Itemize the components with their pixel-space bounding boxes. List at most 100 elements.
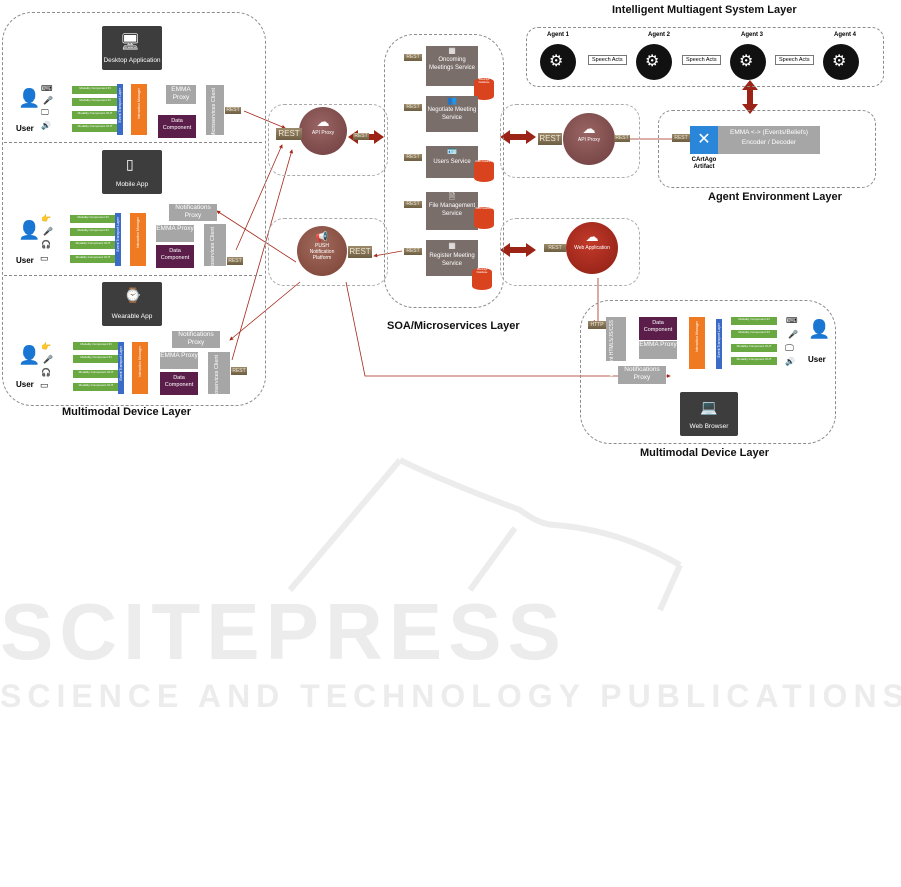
multiagent-layer [526,27,884,87]
keyboard-icon: ⌨ [41,84,53,93]
monitor-icon: 🖵 [785,343,794,353]
rest-badge: REST [404,54,422,61]
rest-badge: REST [404,154,422,161]
emma-proxy: EMMA Proxy [156,225,194,242]
event-transport-layer: Event Transport Layer [115,213,121,266]
keyboard-icon: ⌨ [786,316,798,325]
push-zone [268,218,388,286]
laptop-icon: 💻 [700,399,718,415]
touch-icon: 👉 [41,342,51,351]
users-database: Users Database [474,160,494,182]
user-figure-icon: 👤 [18,345,41,365]
web-browser-card: 💻 Web Browser [680,392,738,436]
agent-head-icon: ⚙ [540,44,576,80]
double-arrow-soa-web [500,243,536,257]
modality-in: Modality Component IN [73,355,119,363]
interaction-manager: Interaction Manager [132,342,148,394]
api-proxy-right: ☁ API Proxy [563,113,615,165]
rest-badge: REST [614,135,630,142]
soa-layer-title: SOA/Microservices Layer [387,320,520,332]
rest-badge: REST [227,257,243,265]
microservices-client: Microservices Client [208,352,230,404]
data-component: Data Component [639,317,677,340]
emma-proxy: EMMA Proxy [166,85,196,104]
web-client: Web Client HTML5/JS/CSS [606,317,626,381]
file-icon: 🗎 [448,192,456,201]
modality-out: Modality Component OUT [73,383,119,391]
emma-proxy: EMMA Proxy [639,341,677,359]
interaction-manager: Interaction Manager [689,317,705,369]
api-proxy-zone [268,104,388,176]
user-label: User [808,355,826,364]
data-component: Data Component [158,115,196,138]
web-application: ☁ Web Application [566,222,618,274]
link-wearable-api [231,149,294,361]
watermark-title: SCITEPRESS [0,587,567,676]
oncoming-meetings-service: ▦ Oncoming Meetings Service [426,46,478,86]
tools-icon: ✕ [690,126,718,154]
left-device-layer-title: Multimodal Device Layer [62,406,191,418]
modality-in: Modality Component IN [72,86,118,94]
negotiate-meeting-service: 👥 Negotiate Meeting Service [426,96,478,132]
rest-badge: REST [353,133,369,140]
smartphone-icon: ▯ [126,156,134,172]
meetings-database: Meetings Database [474,78,494,100]
user-label: User [16,124,34,133]
modality-out: Modality Component OUT [72,111,118,119]
emma-encoder-decoder: EMMA <-> (Events/Beliefs) Encoder / Deco… [718,126,820,154]
modality-in: Modality Component IN [72,98,118,106]
agent-label: Agent 2 [648,32,671,38]
rest-badge: REST [404,248,422,255]
meetings-database: Meetings Database [472,268,492,290]
agent-label: Agent 1 [547,32,570,38]
wearable-app-card: ⌚ Wearable App [102,282,162,326]
data-component: Data Component [156,245,194,268]
users-service: 🪪 Users Service [426,146,478,178]
http-badge: HTTP [588,321,606,329]
rest-badge: REST [225,107,241,114]
cartago-artifact-label: CArtAgo Artifact [691,157,717,170]
divider [4,142,262,143]
tablet-icon: ▭ [40,380,49,390]
emma-proxy: EMMA Proxy [160,352,198,369]
interaction-manager: Interaction Manager [130,213,146,266]
rest-badge: REST [404,201,422,208]
modality-out: Modality Component OUT [731,357,777,365]
link-push-mobile [216,210,297,263]
modality-out: Modality Component OUT [70,241,116,249]
agent-head-icon: ⚙ [730,44,766,80]
speakers-icon: 🔊 [41,121,51,130]
notifications-proxy: Notifications Proxy [618,366,666,384]
tablet-icon: ▭ [40,253,49,263]
modality-out: Modality Component OUT [70,255,116,263]
modality-in: Modality Component IN [731,317,777,325]
notifications-proxy: Notifications Proxy [172,331,220,348]
double-arrow-soa-api [500,130,536,144]
modality-in: Modality Component IN [70,228,116,236]
desktop-app-card: 🖥 Desktop Application [102,26,162,70]
rest-badge: REST [544,244,566,252]
modality-out: Modality Component OUT [72,124,118,132]
api-proxy-right-zone [500,104,640,178]
speakers-icon: 🔊 [785,357,795,366]
calendar-grid-icon: ▦ [448,241,456,250]
user-label: User [16,380,34,389]
file-management-service: 🗎 File Management Service [426,192,478,230]
rest-badge: REST [672,134,690,142]
link-push-browser [345,281,671,378]
left-device-layer [2,12,266,406]
user-figure-icon: 👤 [18,88,41,108]
rest-badge: REST [231,367,247,375]
notifications-proxy: Notifications Proxy [169,204,217,221]
modality-in: Modality Component IN [70,215,116,223]
user-figure-icon: 👤 [808,319,831,339]
mobile-app-card: ▯ Mobile App [102,150,162,194]
event-transport-layer: Event Transport Layer [716,319,722,369]
modality-out: Modality Component OUT [73,370,119,378]
microservices-client: Microservices Client [204,224,226,276]
modality-in: Modality Component IN [73,342,119,350]
microservices-client: Microservices Client [206,85,224,137]
microphone-icon: 🎤 [788,330,798,339]
